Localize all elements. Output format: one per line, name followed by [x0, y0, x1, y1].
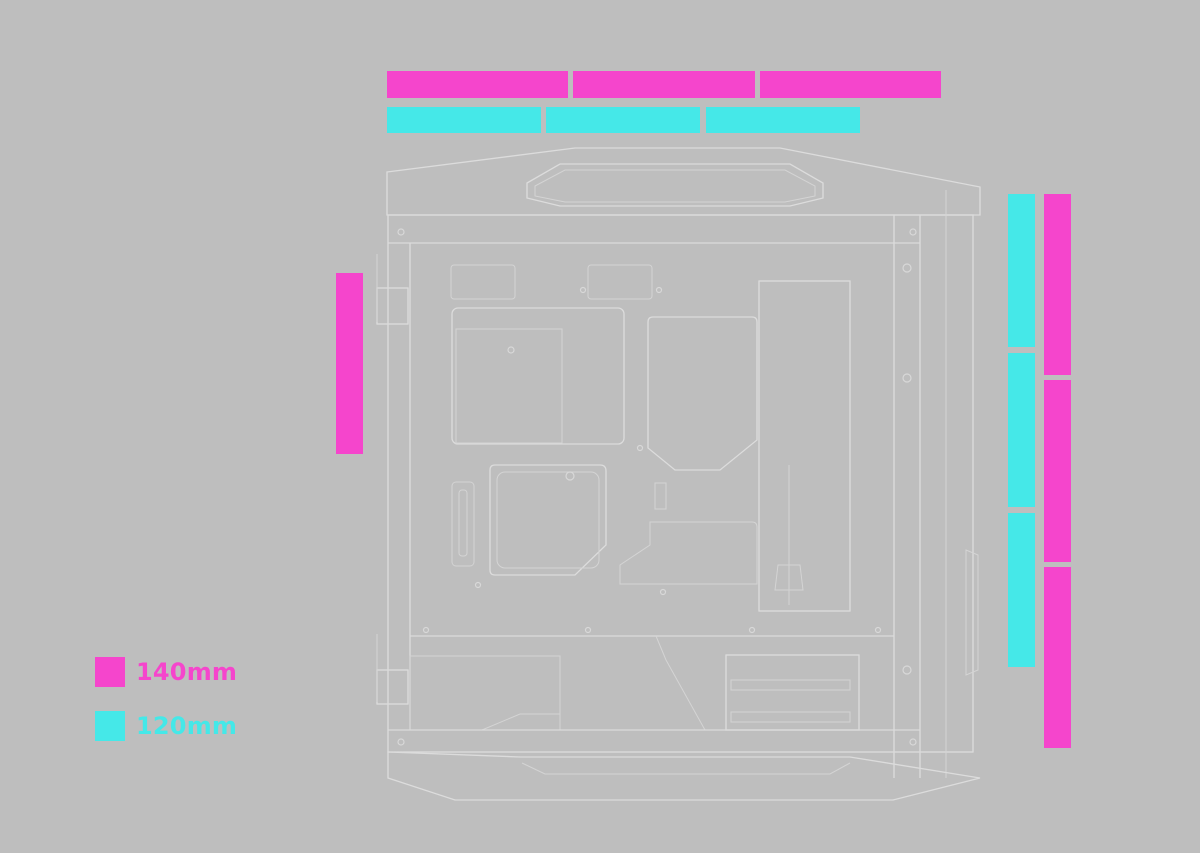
fan-140mm-rear	[336, 273, 363, 454]
fan-120mm-front-3	[1008, 513, 1035, 667]
legend-swatch-140mm	[95, 657, 125, 687]
legend-swatch-120mm	[95, 711, 125, 741]
legend-label-120mm: 120mm	[136, 712, 238, 740]
legend-item-140mm: 140mm	[95, 657, 237, 687]
top-fan-mounts	[387, 71, 941, 133]
fan-140mm-top-3	[760, 71, 941, 98]
pc-case-outline	[376, 147, 981, 801]
fan-120mm-top-3	[706, 107, 860, 133]
fan-140mm-front-1	[1044, 194, 1071, 375]
front-fan-mounts	[1008, 194, 1071, 748]
fan-140mm-top-1	[387, 71, 568, 98]
fan-140mm-top-2	[573, 71, 755, 98]
fan-120mm-front-1	[1008, 194, 1035, 347]
fan-120mm-top-2	[546, 107, 700, 133]
fan-140mm-front-3	[1044, 567, 1071, 748]
legend-label-140mm: 140mm	[136, 658, 238, 686]
fan-140mm-front-2	[1044, 380, 1071, 562]
legend-item-120mm: 120mm	[95, 711, 237, 741]
fan-120mm-front-2	[1008, 353, 1035, 507]
fan-120mm-top-1	[387, 107, 541, 133]
rear-fan-mounts	[336, 273, 363, 454]
